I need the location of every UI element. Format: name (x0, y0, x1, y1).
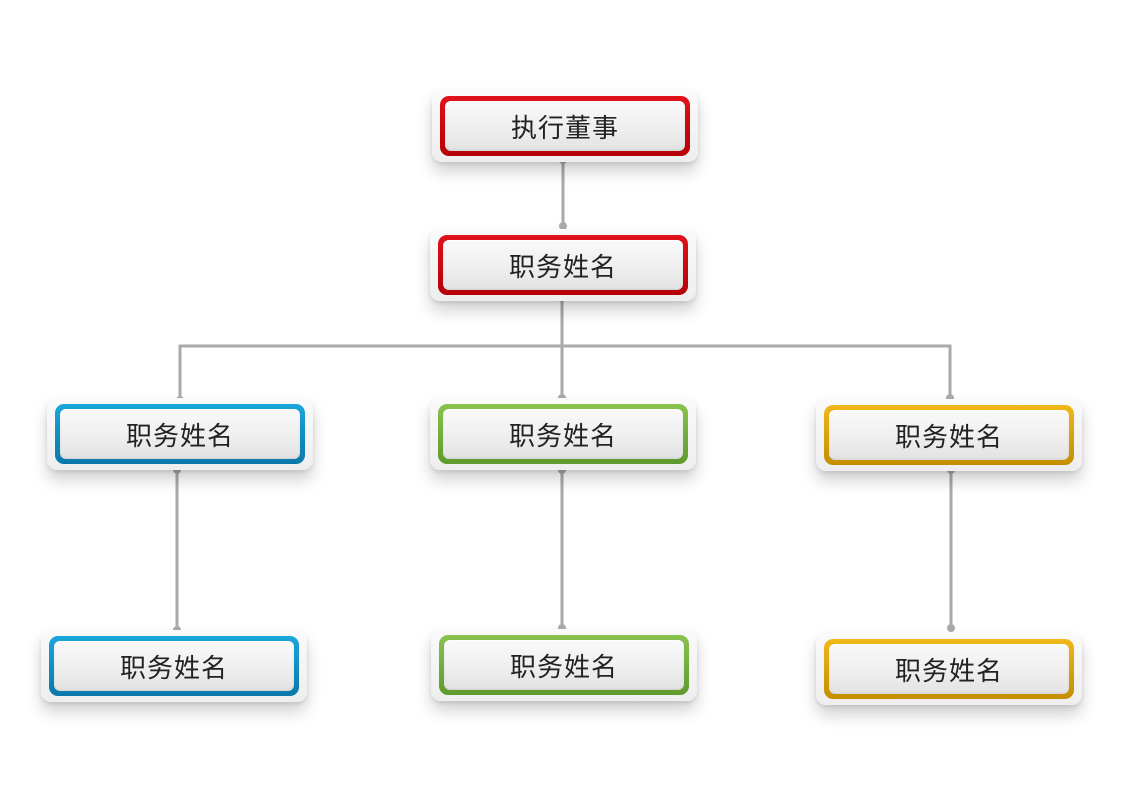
node-inner: 职务姓名 (60, 409, 300, 459)
node-frame: 职务姓名 (824, 639, 1074, 699)
node-label: 职务姓名 (508, 252, 617, 283)
node-center-mid[interactable]: 职务姓名 (430, 398, 696, 470)
node-inner: 职务姓名 (54, 641, 294, 691)
node-second-level[interactable]: 职务姓名 (430, 229, 696, 301)
node-right-bottom[interactable]: 职务姓名 (816, 633, 1082, 705)
node-frame: 职务姓名 (49, 636, 299, 696)
node-frame: 职务姓名 (439, 635, 689, 695)
node-inner: 职务姓名 (829, 410, 1069, 460)
node-frame: 执行董事 (440, 96, 690, 156)
node-inner: 职务姓名 (443, 240, 683, 290)
node-left-mid[interactable]: 职务姓名 (47, 398, 313, 470)
node-label: 职务姓名 (119, 653, 228, 684)
node-center-bottom[interactable]: 职务姓名 (431, 629, 697, 701)
node-label: 执行董事 (510, 113, 619, 144)
node-inner: 职务姓名 (444, 640, 684, 690)
node-frame: 职务姓名 (438, 404, 688, 464)
node-label: 职务姓名 (894, 422, 1003, 453)
node-inner: 职务姓名 (829, 644, 1069, 694)
connector-dot (947, 624, 955, 632)
node-label: 职务姓名 (125, 421, 234, 452)
node-executive-director[interactable]: 执行董事 (432, 90, 698, 162)
connector-second-to-children (178, 344, 952, 400)
node-inner: 职务姓名 (443, 409, 683, 459)
connector-dot (559, 222, 567, 230)
node-inner: 执行董事 (445, 101, 685, 151)
node-left-bottom[interactable]: 职务姓名 (41, 630, 307, 702)
node-frame: 职务姓名 (55, 404, 305, 464)
node-frame: 职务姓名 (824, 405, 1074, 465)
node-label: 职务姓名 (509, 652, 618, 683)
node-frame: 职务姓名 (438, 235, 688, 295)
node-label: 职务姓名 (894, 656, 1003, 687)
node-right-mid[interactable]: 职务姓名 (816, 399, 1082, 471)
node-label: 职务姓名 (508, 421, 617, 452)
